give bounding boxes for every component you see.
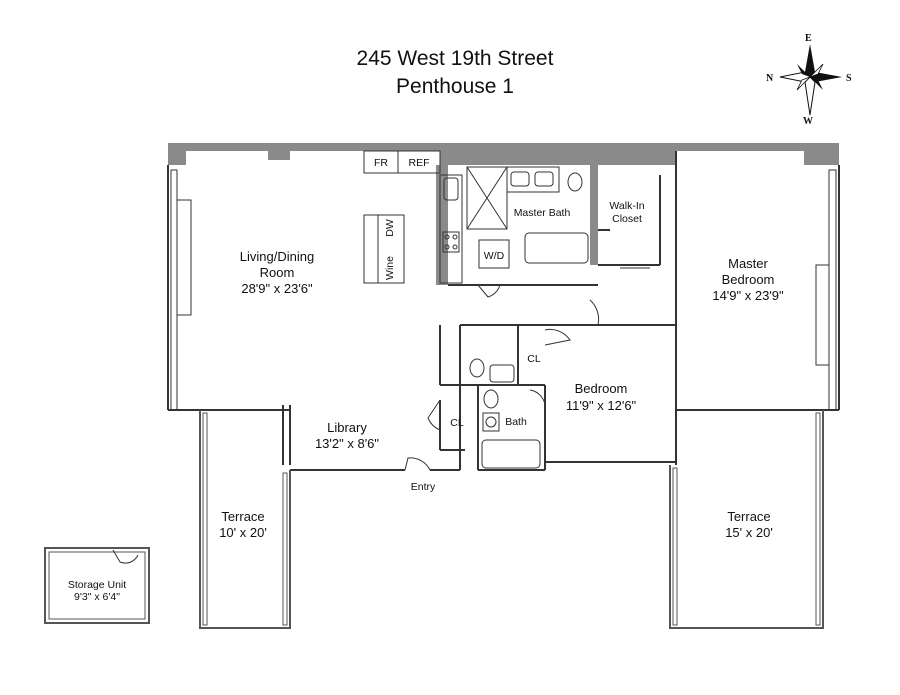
toilet-icon [567,172,583,192]
storage-unit-size: 9'3" x 6'4" [74,591,120,603]
compass-north-label: N [766,73,774,84]
bedroom-size: 11'9" x 12'6" [566,398,637,413]
terrace-left-size: 10' x 20' [219,525,267,540]
living-dining-room-label: Living/Dining [240,249,314,264]
terrace-right-size: 15' x 20' [725,525,773,540]
bathtub-icon [524,232,589,264]
terrace-right-label: Terrace [727,509,770,524]
master-bedroom-label: Master [728,256,768,271]
room-labels: Living/Dining Room 28'9" x 23'6" Master … [68,200,784,603]
master-bedroom-label-2: Bedroom [722,272,775,287]
sink-icon [510,171,530,187]
kitchen-sink-icon [443,177,459,201]
master-bedroom-size: 14'9" x 23'9" [712,288,784,303]
wine-label: Wine [384,256,396,280]
living-dining-room-size: 28'9" x 23'6" [241,281,313,296]
terrace-outlines [199,410,824,629]
compass-icon: E N S W [766,33,852,127]
compass-west-label: W [803,116,813,127]
walk-in-closet-label: Walk-In [609,200,644,212]
shower-icon [466,166,508,230]
walk-in-closet-label-2: Closet [612,213,642,225]
plan-title-unit: Penthouse 1 [396,75,514,98]
washer-dryer-box [478,239,510,269]
plan-title-address: 245 West 19th Street [356,47,554,70]
library-size: 13'2" x 8'6" [315,436,379,451]
closet-label-2: CL [450,417,464,429]
terrace-left-label: Terrace [221,509,264,524]
fixture-labels: FR REF DW Wine W/D CL CL Entry [374,157,541,493]
kitchen-island [363,214,405,284]
bath-label: Bath [505,416,527,428]
sink-icon-3 [489,364,515,383]
storage-unit-label: Storage Unit [68,579,126,591]
master-bath-label: Master Bath [514,207,571,219]
entry-label: Entry [411,481,436,493]
bath-fixtures [466,166,589,469]
exterior-walls [168,143,839,285]
bedroom-label: Bedroom [575,381,628,396]
dishwasher-label: DW [384,219,396,237]
kitchen-fixtures [363,150,463,284]
fridge-label: FR [374,157,388,169]
interior-walls [167,151,840,471]
closet-label: CL [527,353,541,365]
entry-door-icon [404,457,431,471]
living-dining-room-label-2: Room [260,265,295,280]
toilet-icon-3 [483,389,499,409]
refrigerator-label: REF [409,157,430,169]
storage-unit-outline [44,547,150,624]
toilet-icon-2 [469,358,485,378]
cooktop-icon [442,231,460,253]
refrigerator-box [397,150,441,174]
library-label: Library [327,420,367,435]
washer-dryer-label: W/D [484,250,505,262]
compass-east-label: E [805,33,812,44]
door-swings [112,267,650,564]
sink-icon-4 [482,412,500,432]
bathtub-icon-2 [481,439,541,469]
sink-icon-2 [534,171,554,187]
compass-south-label: S [846,73,852,84]
